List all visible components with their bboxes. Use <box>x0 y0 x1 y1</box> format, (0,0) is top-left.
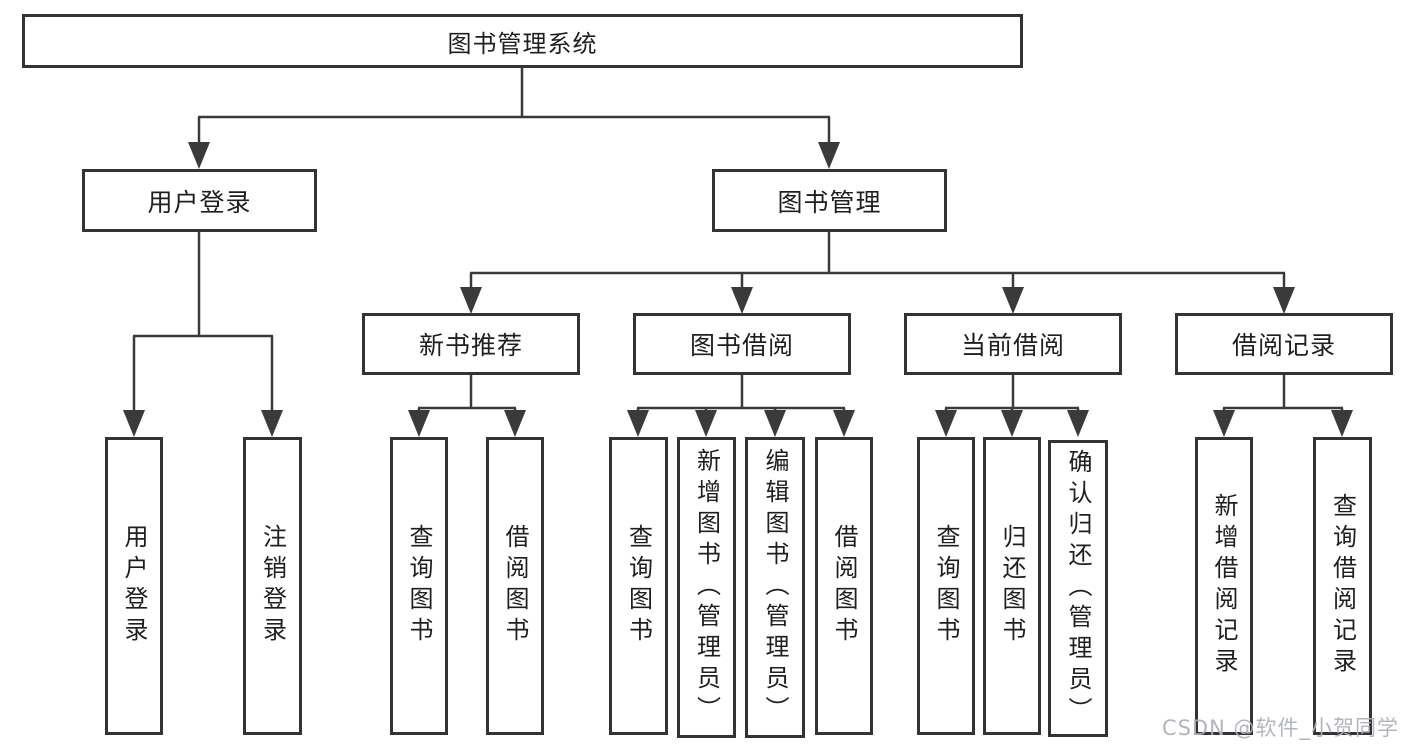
node-label: 用户登录 <box>120 524 148 648</box>
node-label: 查询图书 <box>405 524 433 648</box>
leaf-borrow-books-borrowing: 借阅图书 <box>815 437 873 735</box>
leaf-query-books-newbook: 查询图书 <box>390 437 448 735</box>
node-label: 新增图书（管理员） <box>692 448 721 727</box>
node-user-login: 用户登录 <box>82 169 317 232</box>
arrowheads-records-leaves <box>1213 410 1353 437</box>
node-label: 查询图书 <box>624 524 653 648</box>
leaf-query-borrow-record: 查询借阅记录 <box>1313 437 1372 735</box>
node-label: 确认归还（管理员） <box>1064 449 1092 728</box>
node-library-management-system: 图书管理系统 <box>22 14 1023 68</box>
node-current-borrowing: 当前借阅 <box>904 313 1122 375</box>
node-label: 新增借阅记录 <box>1210 493 1238 679</box>
node-book-borrowing: 图书借阅 <box>633 313 851 375</box>
node-label: 借阅图书 <box>830 524 858 648</box>
connector-current-fanout <box>944 375 1080 418</box>
leaf-add-borrow-record: 新增借阅记录 <box>1195 437 1253 735</box>
connector-newbook-fanout <box>417 375 517 418</box>
node-new-book-recommendation: 新书推荐 <box>362 313 580 375</box>
node-borrowing-records: 借阅记录 <box>1175 313 1393 375</box>
arrowheads-current-leaves <box>935 410 1089 437</box>
node-label: 借阅记录 <box>1231 331 1336 360</box>
node-label: 归还图书 <box>998 524 1026 648</box>
leaf-logout: 注销登录 <box>243 437 302 735</box>
node-label: 新书推荐 <box>418 331 523 360</box>
node-label: 注销登录 <box>258 524 287 648</box>
node-label: 图书借阅 <box>689 331 794 360</box>
connector-login-fanout <box>132 232 274 414</box>
arrowheads-borrow-leaves <box>627 410 855 437</box>
node-label: 用户登录 <box>147 187 252 217</box>
node-label: 图书管理系统 <box>447 29 598 58</box>
node-label: 查询图书 <box>932 524 960 648</box>
connector-root-to-level2 <box>197 68 831 146</box>
leaf-add-books-admin: 新增图书（管理员） <box>677 437 736 738</box>
connector-borrow-fanout <box>636 375 846 418</box>
node-label: 图书管理 <box>777 187 882 217</box>
leaf-confirm-return-admin: 确认归还（管理员） <box>1048 440 1108 737</box>
connector-mgmt-fanout <box>469 232 1286 292</box>
leaf-query-books-borrowing: 查询图书 <box>609 437 668 735</box>
arrowheads-newbook-leaves <box>408 410 526 437</box>
leaf-edit-books-admin: 编辑图书（管理员） <box>745 437 805 738</box>
connector-records-fanout <box>1222 375 1344 418</box>
arrowheads-level3 <box>460 287 1295 314</box>
leaf-query-books-current: 查询图书 <box>917 437 975 735</box>
csdn-watermark: CSDN @软件_小贺同学 <box>1161 716 1399 740</box>
arrowheads-login-leaves <box>123 410 283 437</box>
node-book-management: 图书管理 <box>712 169 947 232</box>
node-label: 查询借阅记录 <box>1328 493 1357 679</box>
leaf-return-books: 归还图书 <box>983 437 1041 735</box>
node-label: 编辑图书（管理员） <box>761 448 789 727</box>
node-label: 当前借阅 <box>960 331 1065 360</box>
leaf-user-login: 用户登录 <box>105 437 163 735</box>
node-label: 借阅图书 <box>501 524 529 648</box>
leaf-borrow-books-newbook: 借阅图书 <box>486 437 544 735</box>
arrowheads-level2 <box>188 142 840 169</box>
